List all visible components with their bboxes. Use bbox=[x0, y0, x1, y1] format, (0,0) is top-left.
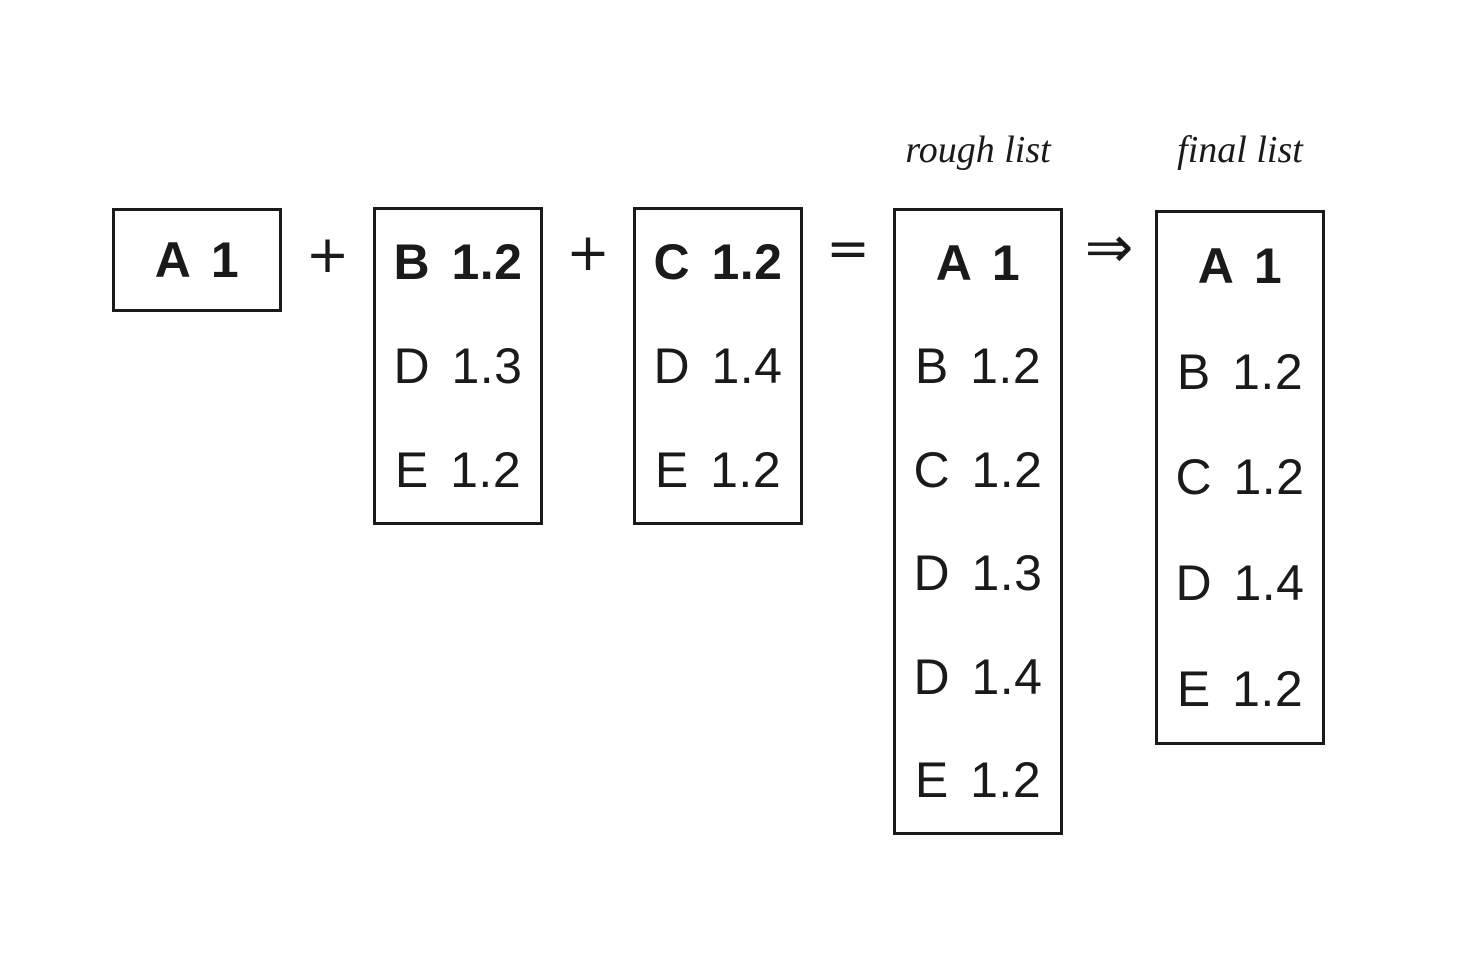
list-item: D 1.3 bbox=[913, 545, 1043, 602]
list-item: D 1.3 bbox=[393, 338, 523, 394]
list-item: E 1.2 bbox=[654, 442, 782, 498]
list-item: A 1 bbox=[1197, 237, 1283, 294]
list-item: E 1.2 bbox=[394, 442, 522, 498]
plus-operator: + bbox=[305, 225, 350, 285]
list-item: D 1.4 bbox=[913, 648, 1043, 705]
rough-list-label: rough list bbox=[905, 129, 1051, 171]
box-a: A 1 bbox=[112, 208, 282, 312]
list-item: D 1.4 bbox=[1175, 555, 1305, 612]
list-item: B 1.2 bbox=[1176, 343, 1304, 400]
list-item: A 1 bbox=[935, 234, 1021, 291]
final-list-label: final list bbox=[1177, 129, 1303, 171]
box-c: C 1.2 D 1.4 E 1.2 bbox=[633, 207, 803, 525]
final-list-box: A 1 B 1.2 C 1.2 D 1.4 E 1.2 bbox=[1155, 210, 1325, 745]
list-item: C 1.2 bbox=[1175, 449, 1305, 506]
list-item: E 1.2 bbox=[1176, 661, 1304, 718]
plus-operator: + bbox=[566, 223, 610, 283]
list-item: C 1.2 bbox=[653, 234, 783, 290]
list-item: C 1.2 bbox=[913, 441, 1043, 498]
list-item: B 1.2 bbox=[393, 234, 523, 290]
rough-list-box: A 1 B 1.2 C 1.2 D 1.3 D 1.4 E 1.2 bbox=[893, 208, 1063, 835]
list-item: D 1.4 bbox=[653, 338, 783, 394]
list-item: B 1.2 bbox=[914, 338, 1042, 395]
implies-arrow-icon: ⇒ bbox=[1084, 213, 1134, 281]
list-item: E 1.2 bbox=[914, 752, 1042, 809]
equals-operator: = bbox=[826, 219, 870, 279]
box-b: B 1.2 D 1.3 E 1.2 bbox=[373, 207, 543, 525]
list-item: A 1 bbox=[154, 232, 240, 288]
